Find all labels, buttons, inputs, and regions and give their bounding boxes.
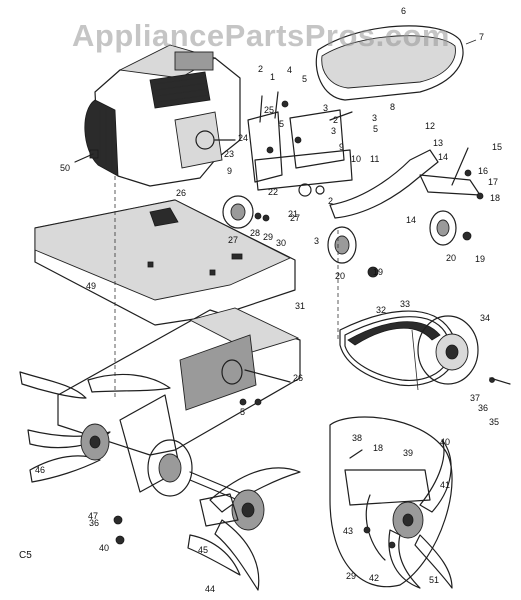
- callout-2b: 2: [333, 115, 339, 125]
- callout-14: 14: [438, 152, 449, 162]
- callout-50: 50: [60, 163, 71, 173]
- callout-20b: 20: [446, 253, 457, 263]
- callout-5d: 5: [240, 407, 246, 417]
- callout-30: 30: [276, 238, 287, 248]
- callout-5b: 5: [373, 124, 379, 134]
- callout-32: 32: [376, 305, 387, 315]
- callout-12: 12: [425, 121, 436, 131]
- belt-assembly: [339, 310, 511, 391]
- callout-15: 15: [492, 142, 503, 152]
- watermark-text: AppliancePartsPros.com: [72, 18, 450, 53]
- callout-19b: 19: [475, 254, 486, 264]
- idler-arm-assembly: [327, 147, 484, 278]
- callout-36b: 36: [89, 518, 100, 528]
- bracket-assembly: [247, 91, 353, 197]
- callout-7: 7: [479, 32, 485, 42]
- engine-assembly: [74, 44, 241, 187]
- callout-24: 24: [238, 133, 249, 143]
- callout-19: 19: [373, 267, 384, 277]
- callout-18b: 18: [373, 443, 384, 453]
- callout-29: 29: [263, 232, 274, 242]
- callout-31: 31: [295, 301, 306, 311]
- callout-11: 11: [370, 154, 380, 164]
- callout-21: 21: [288, 209, 299, 219]
- callout-9: 9: [227, 166, 233, 176]
- callout-39: 39: [403, 448, 414, 458]
- drive-pulley: [222, 195, 270, 229]
- callout-13: 13: [433, 138, 444, 148]
- callout-3b: 3: [323, 103, 329, 113]
- callout-10: 10: [351, 154, 362, 164]
- callout-6: 6: [401, 6, 407, 16]
- callout-27: 27: [228, 235, 239, 245]
- callout-46: 46: [35, 465, 46, 475]
- right-tines: [187, 467, 301, 591]
- callout-20: 20: [335, 271, 346, 281]
- callout-14b: 14: [406, 215, 417, 225]
- callout-16: 16: [478, 166, 489, 176]
- left-tines: [19, 371, 171, 483]
- callout-29b: 29: [346, 571, 357, 581]
- callout-22: 22: [268, 187, 279, 197]
- callout-3d: 3: [314, 236, 320, 246]
- engine-hood: [315, 25, 477, 101]
- callout-51: 51: [429, 575, 440, 585]
- callout-2c: 2: [328, 196, 334, 206]
- callout-49: 49: [86, 281, 97, 291]
- callout-4: 4: [287, 65, 293, 75]
- callout-43: 43: [343, 526, 354, 536]
- callout-34: 34: [480, 313, 491, 323]
- callout-27b: 27: [290, 213, 301, 223]
- callout-33: 33: [400, 299, 411, 309]
- callout-5c: 5: [279, 119, 285, 129]
- alignment-lines: [114, 176, 339, 400]
- diagram-code: C5: [19, 550, 32, 561]
- callout-2: 2: [258, 64, 264, 74]
- callout-5: 5: [302, 74, 308, 84]
- callout-23: 23: [224, 149, 235, 159]
- callout-45: 45: [198, 545, 209, 555]
- callout-25: 25: [264, 105, 275, 115]
- tine-housing: [57, 307, 301, 545]
- callout-35: 35: [489, 417, 500, 427]
- tine-hub-detail: [329, 416, 453, 589]
- callout-8: 8: [390, 102, 396, 112]
- callout-18: 18: [490, 193, 501, 203]
- callout-9b: 9: [339, 142, 345, 152]
- callout-3c: 3: [331, 126, 337, 136]
- callout-37: 37: [470, 393, 481, 403]
- callout-40: 40: [99, 543, 110, 553]
- callout-26: 26: [176, 188, 187, 198]
- callout-42: 42: [369, 573, 380, 583]
- callout-44: 44: [205, 584, 216, 594]
- callout-28: 28: [250, 228, 261, 238]
- frame-plate: [34, 199, 296, 326]
- callout-26b: 26: [293, 373, 304, 383]
- callout-41: 41: [440, 480, 451, 490]
- callout-1: 1: [270, 72, 276, 82]
- callout-47: 47: [88, 511, 99, 521]
- callout-3: 3: [372, 113, 378, 123]
- callout-17: 17: [488, 177, 499, 187]
- callout-38: 38: [352, 433, 363, 443]
- callout-36: 36: [478, 403, 489, 413]
- callout-40b: 40: [440, 437, 451, 447]
